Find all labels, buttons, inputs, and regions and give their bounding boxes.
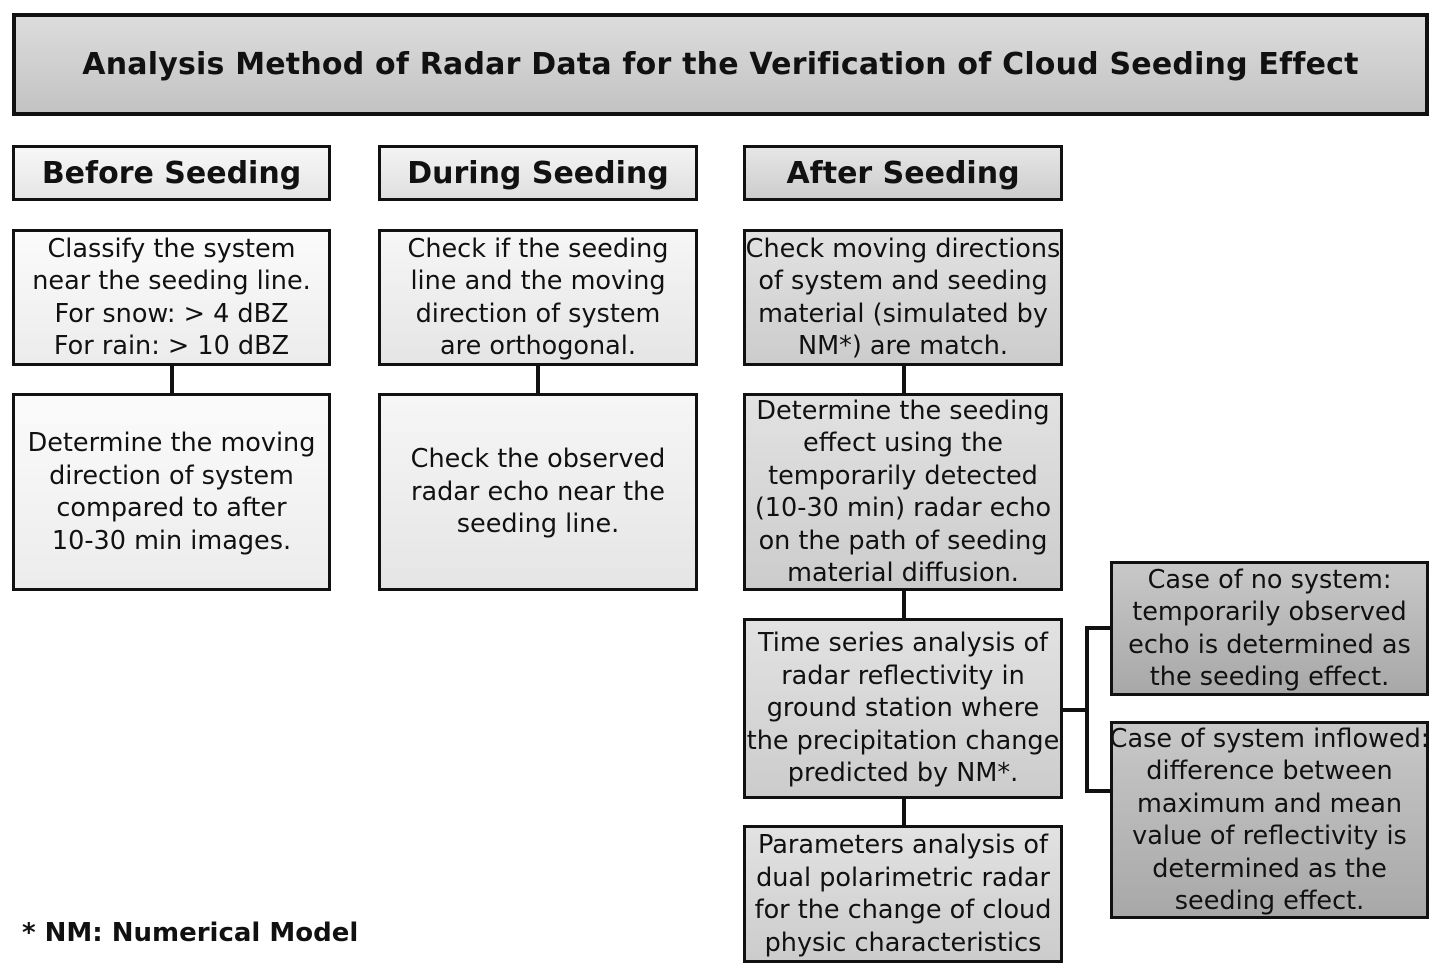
text-line: predicted by NM*. (787, 758, 1019, 789)
text-line: Time series analysis of (757, 628, 1049, 659)
during-step-orthogonal-check: Check if the seeding line and the moving… (378, 229, 698, 366)
text-line: seeding effect. (1174, 886, 1365, 916)
text-line: near the seeding line. (32, 266, 311, 296)
connector-line (536, 366, 540, 393)
text-line: NM*) are match. (798, 331, 1008, 361)
after-step-determine-effect: Determine the seeding effect using the t… (743, 393, 1063, 591)
text-line: direction of system (49, 460, 294, 491)
text-line: of system and seeding (758, 266, 1048, 296)
text-line: direction of system (415, 298, 661, 329)
after-step-check-directions: Check moving directions of system and se… (743, 229, 1063, 366)
text-line: material (simulated by (758, 298, 1048, 329)
text-line: compared to after (56, 493, 287, 523)
text-line: radar reflectivity in (781, 660, 1025, 691)
text-line: Case of system inflowed: (1110, 723, 1429, 754)
text-line: for the change of cloud (754, 895, 1052, 925)
text-line: Classify the system (47, 233, 296, 264)
bracket-spine (1085, 626, 1089, 793)
text-line: Determine the seeding (756, 395, 1050, 426)
text-line: Check the observed (410, 444, 666, 475)
text-line: 10-30 min images. (51, 525, 292, 556)
text-line: difference between (1146, 756, 1393, 786)
text-line: Parameters analysis of (758, 830, 1048, 860)
text-line: the precipitation change (746, 725, 1060, 756)
bracket-stem (1063, 708, 1087, 712)
text-line: physic characteristics (764, 927, 1042, 958)
before-step-moving-direction: Determine the moving direction of system… (12, 393, 331, 591)
text-line: temporarily detected (768, 460, 1038, 491)
text-line: dual polarimetric radar (756, 862, 1050, 893)
header-before-seeding: Before Seeding (12, 145, 331, 201)
text-line: echo is determined as (1128, 629, 1411, 660)
text-line: material diffusion. (787, 558, 1019, 588)
text-line: the seeding effect. (1149, 662, 1390, 692)
footnote: * NM: Numerical Model (22, 918, 359, 948)
during-step-observed-echo: Check the observed radar echo near the s… (378, 393, 698, 591)
before-step-classify-system: Classify the system near the seeding lin… (12, 229, 331, 366)
connector-line (902, 591, 906, 618)
bracket-arm-top (1085, 626, 1110, 630)
text-line: Case of no system: (1147, 564, 1392, 595)
text-line: seeding line. (456, 509, 620, 540)
text-line: radar echo near the (410, 476, 665, 507)
text-line: temporarily observed (1132, 597, 1407, 627)
diagram-title: Analysis Method of Radar Data for the Ve… (82, 47, 1359, 82)
text-line: Check moving directions (745, 233, 1061, 264)
bracket-arm-bottom (1085, 789, 1110, 793)
text-line: are orthogonal. (440, 331, 636, 361)
text-line: effect using the (803, 428, 1003, 458)
diagram-title-box: Analysis Method of Radar Data for the Ve… (12, 13, 1429, 116)
after-step-polarimetric-parameters: Parameters analysis of dual polarimetric… (743, 825, 1063, 963)
case-system-inflowed: Case of system inflowed: difference betw… (1110, 721, 1429, 919)
header-during-seeding: During Seeding (378, 145, 698, 201)
text-line: (10-30 min) radar echo (754, 493, 1052, 523)
text-line: For rain: > 10 dBZ (53, 331, 290, 361)
connector-line (170, 366, 174, 393)
text-line: value of reflectivity is (1132, 821, 1407, 851)
text-line: Check if the seeding (407, 233, 669, 264)
text-line: maximum and mean (1137, 788, 1402, 819)
text-line: on the path of seeding (758, 525, 1048, 556)
connector-line (902, 799, 906, 825)
after-step-time-series: Time series analysis of radar reflectivi… (743, 618, 1063, 799)
case-no-system: Case of no system: temporarily observed … (1110, 561, 1429, 696)
connector-line (902, 366, 906, 393)
text-line: ground station where (766, 693, 1040, 724)
header-after-seeding: After Seeding (743, 145, 1063, 201)
text-line: determined as the (1152, 853, 1387, 884)
text-line: Determine the moving (27, 428, 316, 458)
text-line: line and the moving (410, 266, 666, 296)
text-line: For snow: > 4 dBZ (54, 298, 289, 329)
